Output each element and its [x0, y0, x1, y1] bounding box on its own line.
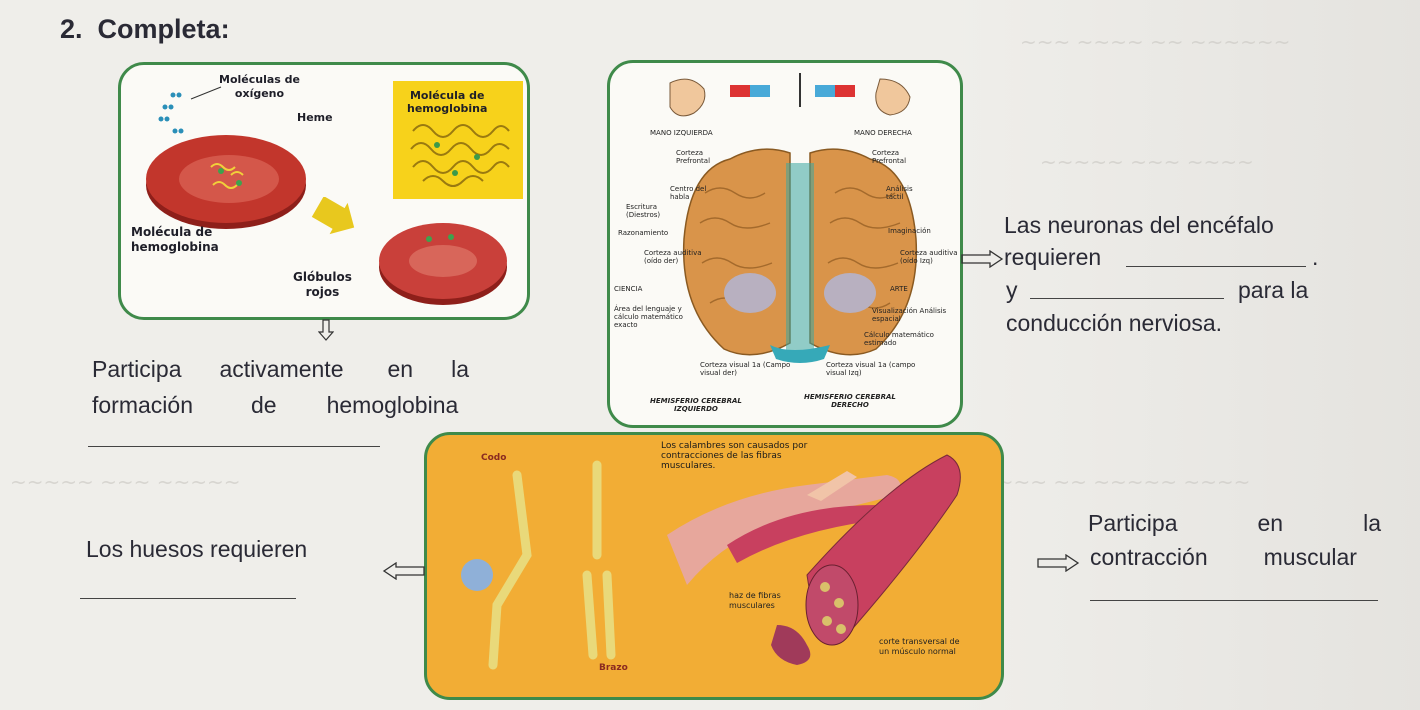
brain-panel: MANO IZQUIERDA MANO DERECHA Corteza Pref…	[607, 60, 963, 428]
right-label: Análisis táctil	[886, 185, 913, 201]
brain-answer-blank-2[interactable]	[1030, 298, 1224, 299]
hemoglobin-molecule-box: Molécula de hemoglobina	[393, 81, 523, 199]
brain-diagram	[669, 73, 918, 363]
brain-statement-line1: Las neuronas del encéfalo	[1004, 212, 1274, 238]
left-label: Corteza visual 1a (Campo visual der)	[700, 361, 791, 377]
left-label: Corteza Prefrontal	[676, 149, 711, 165]
left-label: Razonamiento	[618, 229, 669, 237]
right-label: Corteza visual 1a (campo visual Izq)	[826, 361, 916, 377]
brain-statement-line4: conducción nerviosa.	[1006, 310, 1223, 336]
oxygen-label: Moléculas de oxígeno	[219, 73, 300, 100]
right-arrow-icon	[1037, 554, 1080, 572]
right-arrow-icon	[961, 250, 1004, 268]
heme-label: Heme	[297, 111, 333, 124]
bones-answer-blank[interactable]	[80, 598, 296, 599]
hemoglobin-chains-icon	[410, 124, 510, 187]
left-label: Corteza auditiva (oído der)	[644, 249, 702, 265]
brain-statement-line2: requieren	[1004, 244, 1102, 270]
brain-answer-blank-1[interactable]	[1126, 266, 1306, 267]
cramp-note: Los calambres son causados por contracci…	[661, 441, 808, 471]
muscle-diagram	[461, 454, 961, 670]
muscle-panel: Codo Brazo Los calambres son causados po…	[424, 432, 1004, 700]
hemoglobin-answer-blank[interactable]	[88, 446, 380, 447]
hemoglobin-panel: Moléculas de oxígeno Heme Molécula de he…	[118, 62, 530, 320]
down-arrow-icon	[318, 319, 334, 341]
left-hand-label: MANO IZQUIERDA	[650, 129, 713, 137]
brain-statement-line3-end: para la	[1238, 277, 1309, 303]
yellow-arrow-icon	[311, 197, 355, 235]
left-label: Escritura (Diestros)	[626, 203, 661, 219]
bleed-through-text: ~~~~~ ~~~ ~~~~	[1040, 150, 1254, 174]
bleed-through-text: ~~~ ~~~~ ~~ ~~~~~~	[1020, 30, 1291, 54]
brain-statement-line3-start: y	[1006, 277, 1018, 303]
right-label: Corteza Prefrontal	[872, 149, 907, 165]
brain-line2-period: .	[1312, 244, 1319, 270]
right-hemisphere-label: HEMISFERIO CEREBRAL DERECHO	[804, 393, 896, 409]
left-arrow-icon	[382, 562, 425, 580]
bleed-through-text: ~~~~ ~~ ~~~~~ ~~~~	[980, 470, 1251, 494]
muscle-answer-blank[interactable]	[1090, 600, 1378, 601]
hemoglobin-box-label: Molécula de hemoglobina	[407, 89, 488, 115]
right-label: Cálculo matemático estimado	[864, 331, 934, 347]
left-label: CIENCIA	[614, 285, 643, 293]
hemoglobin-molecule-label: Molécula de hemoglobina	[131, 225, 219, 254]
bleed-through-text: ~~~~~ ~~~ ~~~~~	[10, 470, 241, 494]
right-label: ARTE	[890, 285, 908, 293]
left-label: Centro del habla	[670, 185, 707, 201]
fiber-bundle-label: haz de fibras musculares	[729, 591, 781, 610]
red-cells-label: Glóbulos rojos	[293, 270, 352, 299]
exercise-title: 2. Completa:	[60, 14, 230, 44]
red-blood-cell-small	[379, 223, 507, 305]
paper-shadow	[950, 0, 1420, 710]
right-label: Visualización Análisis espacial	[872, 307, 947, 323]
oxygen-molecules-icon	[158, 86, 222, 134]
left-label: Área del lenguaje y cálculo matemático e…	[614, 305, 683, 329]
codo-label: Codo	[481, 453, 507, 463]
left-hemisphere-label: HEMISFERIO CEREBRAL IZQUIERDO	[650, 397, 742, 413]
right-label: Imaginación	[888, 227, 931, 235]
cross-section-label: corte transversal de un músculo normal	[879, 637, 960, 656]
right-label: Corteza auditiva (oído Izq)	[900, 249, 958, 265]
bones-statement: Los huesos requieren	[86, 536, 308, 562]
brazo-label: Brazo	[599, 663, 628, 673]
right-hand-label: MANO DERECHA	[854, 129, 912, 137]
red-blood-cell-large	[146, 135, 306, 229]
